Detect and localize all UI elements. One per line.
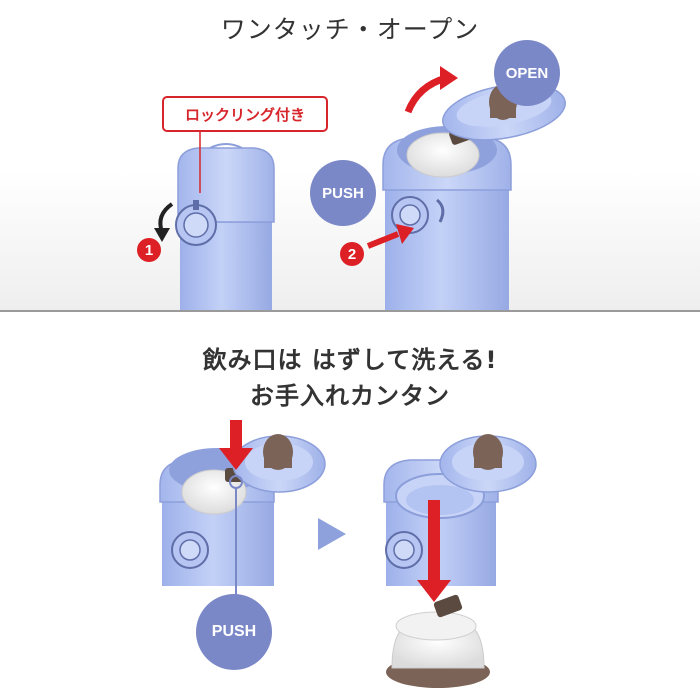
bottle-three-lock-inner-icon xyxy=(179,539,201,561)
bottle-spout-removed xyxy=(383,434,537,586)
lock-ring-inner-icon xyxy=(183,212,209,238)
bottle-closed-cap xyxy=(177,147,275,223)
step-one-badge: 1 xyxy=(137,238,161,262)
shelf-line xyxy=(0,310,700,312)
spout-white-icon xyxy=(406,132,480,178)
bottle-four-packing-base-icon xyxy=(474,458,502,468)
bottle-four-lock-inner-icon xyxy=(393,539,415,561)
bottle-closed xyxy=(175,143,275,310)
step-two-badge: 2 xyxy=(340,242,364,266)
open-badge: OPEN xyxy=(494,40,560,106)
open-arrow-head-icon xyxy=(440,66,458,90)
heading-washable-line1: 飲み口は はずして洗える! xyxy=(202,346,498,374)
remove-arrow-head-icon xyxy=(417,580,451,602)
push-badge-bottom: PUSH xyxy=(196,594,272,670)
push-arrow-icon xyxy=(366,231,400,249)
bottle-three-packing-base-icon xyxy=(264,458,292,468)
bottle-closed-hinge xyxy=(209,143,243,149)
rotate-arrow-icon xyxy=(158,202,174,233)
insert-arrow-head-icon xyxy=(219,448,253,470)
removed-spout xyxy=(386,594,490,688)
lock-ring-label: ロックリング付き xyxy=(162,96,328,132)
heading-one-touch-open: ワンタッチ・オープン xyxy=(220,15,480,44)
heading-washable-line2: お手入れカンタン xyxy=(250,382,450,410)
bottle-open-lock-inner-icon xyxy=(399,204,421,226)
next-step-arrow-icon xyxy=(318,518,346,550)
push-button-icon xyxy=(435,198,445,223)
removed-spout-top-icon xyxy=(395,611,477,641)
push-arrow-head-icon xyxy=(396,224,414,244)
insert-arrow-icon xyxy=(230,420,242,450)
push-badge-top: PUSH xyxy=(310,160,376,226)
rotate-arrow-head-icon xyxy=(154,228,170,242)
remove-arrow-icon xyxy=(428,500,440,582)
removed-spout-tab-icon xyxy=(433,594,463,618)
lock-ring-tab-icon xyxy=(193,200,199,210)
lid-packing-base-icon xyxy=(490,108,516,118)
